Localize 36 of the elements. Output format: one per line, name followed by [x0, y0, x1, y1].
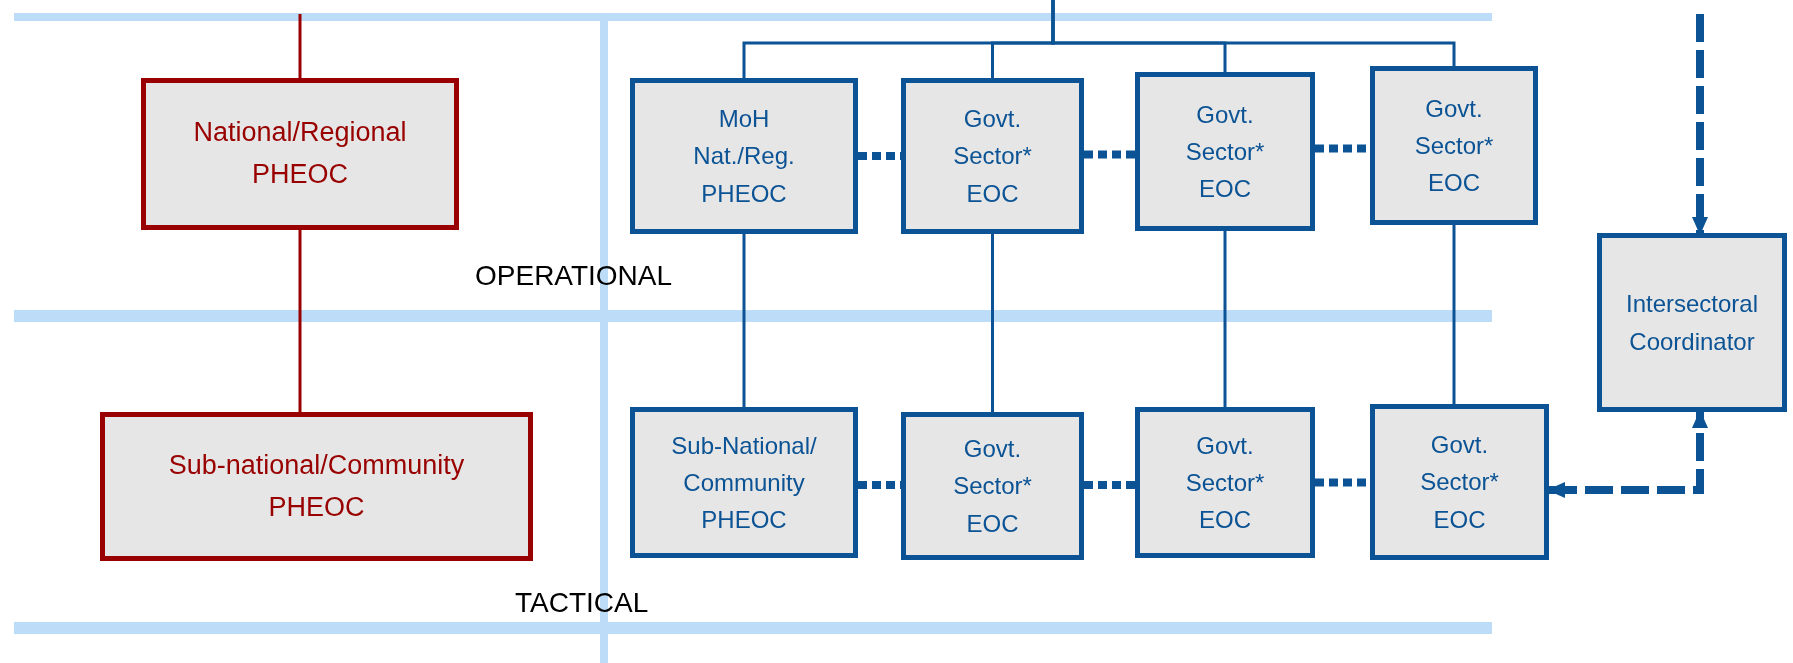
- box-label: Govt. Sector* EOC: [1184, 430, 1266, 536]
- box-label: Govt. Sector* EOC: [952, 104, 1033, 209]
- connector-line: [1452, 225, 1456, 404]
- tier-label: TACTICAL: [515, 586, 649, 620]
- pheoc-box: [100, 412, 533, 561]
- eoc-box: [1370, 66, 1538, 225]
- box-label: Sub-National/ Community PHEOC: [670, 430, 818, 536]
- connector-line: [298, 14, 302, 78]
- connector-line: [858, 152, 901, 160]
- connector-line: [858, 481, 901, 489]
- connector-line: [1084, 150, 1135, 159]
- connector-line: [1084, 481, 1135, 489]
- eoc-box: [630, 78, 858, 234]
- eoc-box: [1135, 407, 1315, 558]
- connector-line: [1051, 0, 1456, 66]
- box-label: Govt. Sector* EOC: [952, 434, 1033, 539]
- eoc-box: [901, 412, 1084, 560]
- connector-line: [298, 230, 302, 412]
- connector-line: [991, 234, 994, 412]
- box-label: National/Regional PHEOC: [192, 116, 408, 191]
- pheoc-box: [141, 78, 459, 230]
- tier-label: OPERATIONAL: [475, 259, 673, 293]
- connector-line: [742, 234, 746, 407]
- arrow: [1547, 410, 1708, 498]
- box-label: Govt. Sector* EOC: [1184, 99, 1266, 205]
- connector-line: [1223, 231, 1227, 407]
- box-label: Govt. Sector* EOC: [1413, 93, 1495, 199]
- eoc-box: [630, 407, 858, 558]
- box-label: Sub-national/Community PHEOC: [167, 448, 466, 524]
- eoc-box: [901, 78, 1084, 234]
- eoc-box: [1370, 404, 1549, 560]
- eoc-box: [1597, 233, 1787, 412]
- box-label: Govt. Sector* EOC: [1419, 430, 1500, 535]
- box-label: Intersectoral Coordinator: [1624, 289, 1760, 357]
- eoc-box: [1135, 72, 1315, 231]
- box-label: MoH Nat./Reg. PHEOC: [692, 104, 796, 209]
